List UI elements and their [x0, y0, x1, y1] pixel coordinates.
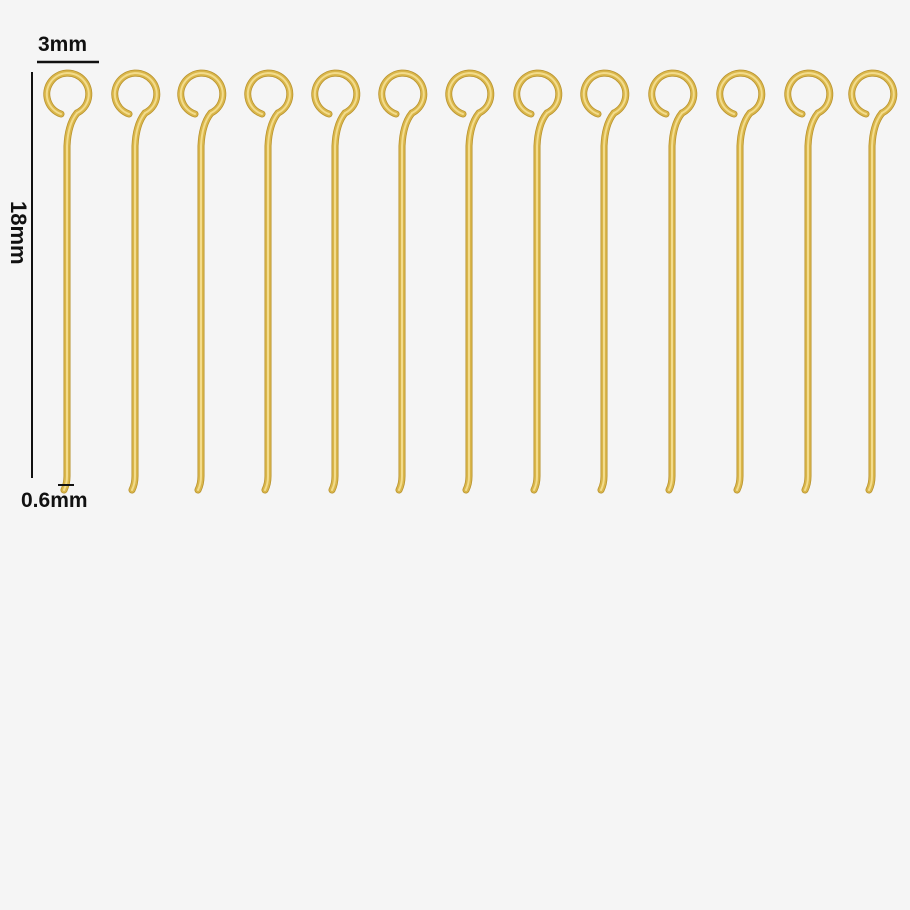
pin-stem: [600, 112, 615, 491]
eye-pin: [43, 69, 93, 494]
pin-ring: [113, 72, 158, 115]
pin-ring: [515, 72, 560, 115]
pin-stem: [804, 112, 819, 491]
ring-diameter-label: 3mm: [38, 33, 88, 56]
length-label: 18mm: [6, 201, 31, 265]
eye-pin: [784, 69, 834, 494]
pin-ring: [582, 72, 627, 115]
pin-ring: [718, 72, 763, 115]
pin-stem: [668, 112, 683, 491]
eye-pin: [648, 69, 698, 494]
pin-stem: [736, 112, 751, 491]
pin-ring: [650, 72, 695, 115]
pin-stem: [131, 112, 146, 491]
pin-ring: [447, 72, 492, 115]
wire-thickness-label: 0.6mm: [21, 489, 88, 512]
pin-ring: [850, 72, 895, 115]
pin-stem: [465, 112, 480, 491]
pin-ring: [313, 72, 358, 115]
eye-pin: [311, 69, 361, 494]
pin-stem: [331, 112, 346, 491]
eye-pin: [580, 69, 630, 494]
pin-stem: [197, 112, 212, 491]
eye-pin: [111, 69, 161, 494]
pin-ring: [179, 72, 224, 115]
pin-stem: [398, 112, 413, 491]
pin-stem: [868, 112, 883, 491]
pins-group: [43, 69, 898, 494]
eye-pin: [445, 69, 495, 494]
pin-ring: [786, 72, 831, 115]
pin-ring: [246, 72, 291, 115]
eye-pin: [513, 69, 563, 494]
eye-pin: [244, 69, 294, 494]
pin-stem: [533, 112, 548, 491]
eye-pin: [378, 69, 428, 494]
pin-stem: [63, 112, 78, 491]
eye-pin: [848, 69, 898, 494]
pin-ring: [380, 72, 425, 115]
eye-pin: [177, 69, 227, 494]
pin-stem: [264, 112, 279, 491]
pin-ring: [45, 72, 90, 115]
eye-pin: [716, 69, 766, 494]
